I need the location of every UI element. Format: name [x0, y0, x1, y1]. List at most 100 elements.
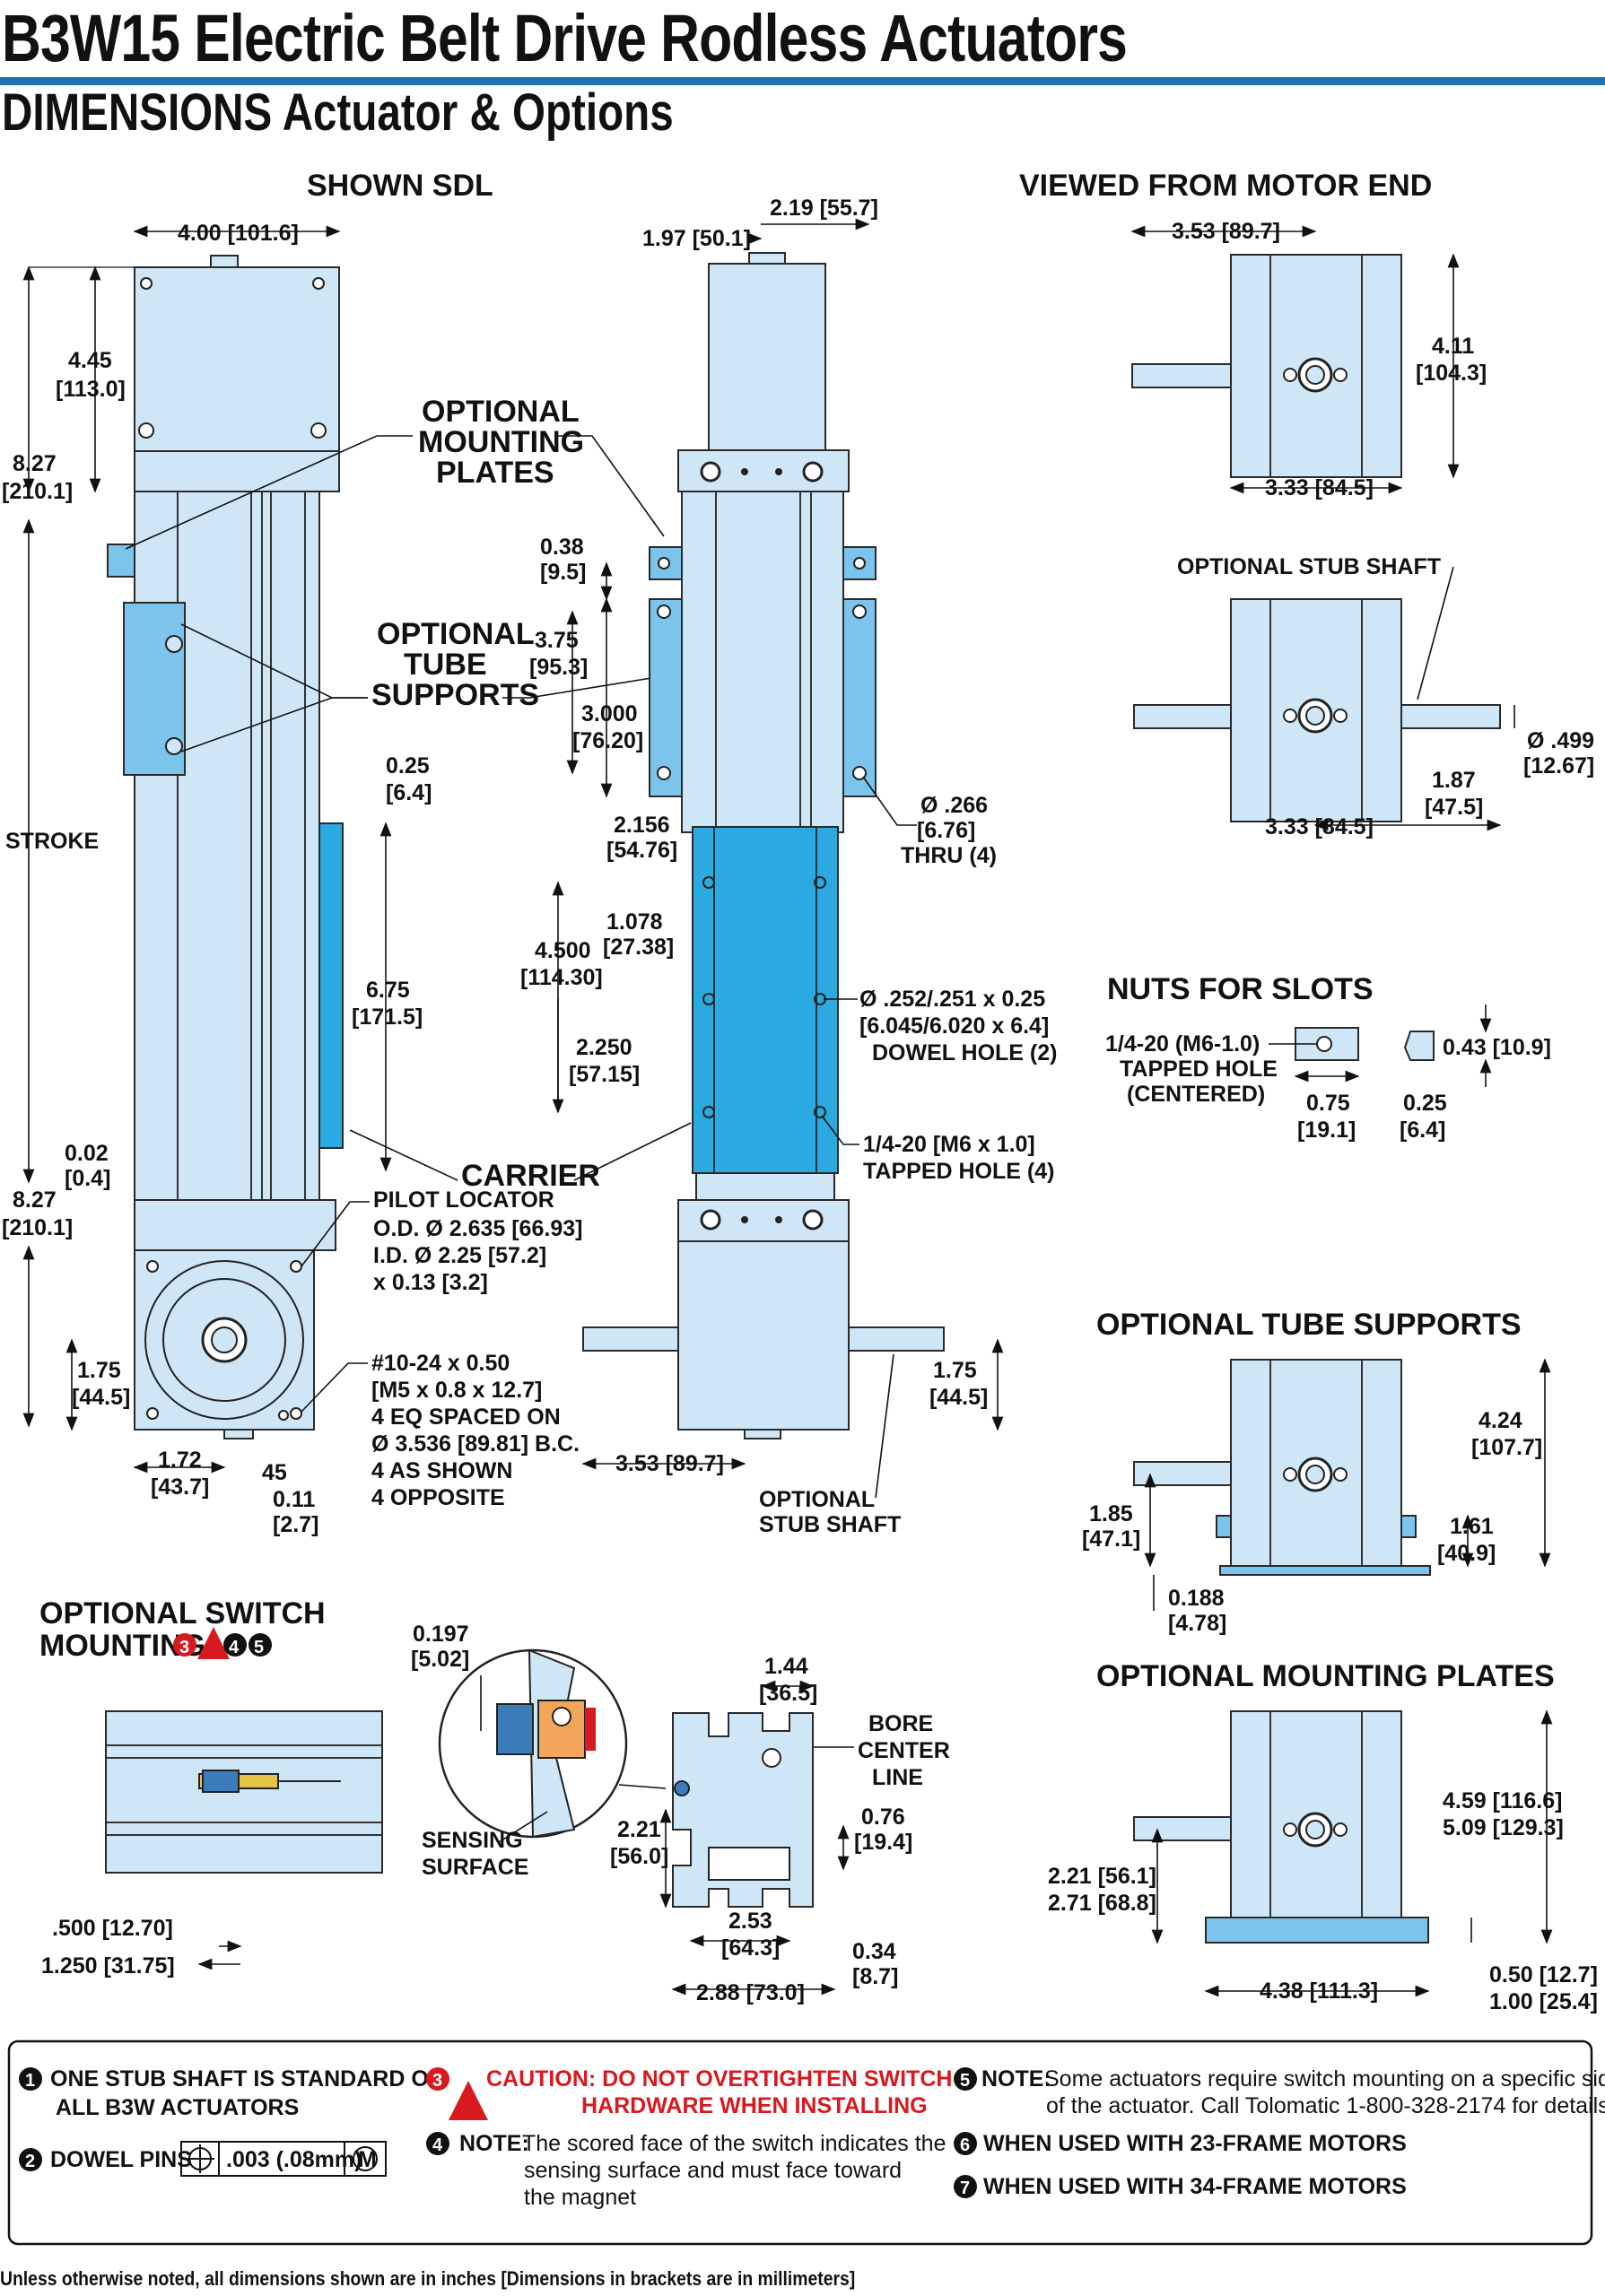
svg-text:4 OPPOSITE: 4 OPPOSITE — [371, 1485, 505, 1510]
svg-text:OPTIONAL: OPTIONAL — [759, 1487, 875, 1512]
svg-text:WHEN USED WITH 34-FRAME MOTORS: WHEN USED WITH 34-FRAME MOTORS — [983, 2174, 1407, 2199]
svg-text:[76.20]: [76.20] — [572, 728, 643, 753]
svg-text:6: 6 — [960, 2135, 970, 2155]
svg-text:OPTIONAL: OPTIONAL — [377, 617, 535, 651]
svg-text:0.25: 0.25 — [1403, 1091, 1447, 1116]
svg-text:[5.02]: [5.02] — [411, 1647, 469, 1672]
switch-tube-section — [105, 1710, 383, 1874]
svg-text:3: 3 — [179, 1638, 189, 1657]
caution-icon — [197, 1627, 230, 1659]
svg-text:0.75: 0.75 — [1306, 1091, 1350, 1116]
carrier-front — [692, 826, 839, 1174]
svg-text:2.250: 2.250 — [576, 1035, 632, 1060]
svg-text:VIEWED FROM MOTOR END: VIEWED FROM MOTOR END — [1019, 169, 1432, 203]
svg-text:0.50 [12.7]: 0.50 [12.7] — [1489, 1962, 1598, 1987]
svg-text:ALL B3W ACTUATORS: ALL B3W ACTUATORS — [56, 2095, 299, 2120]
svg-text:PLATES: PLATES — [436, 456, 554, 490]
svg-text:1.61: 1.61 — [1450, 1514, 1494, 1539]
svg-text:[M5 x 0.8 x 12.7]: [M5 x 0.8 x 12.7] — [371, 1378, 542, 1403]
svg-text:OPTIONAL: OPTIONAL — [422, 395, 580, 429]
svg-text:[57.15]: [57.15] — [569, 1062, 640, 1087]
caution-icon — [449, 2081, 488, 2120]
svg-text:[0.4]: [0.4] — [65, 1166, 110, 1191]
svg-text:TUBE: TUBE — [404, 648, 487, 682]
svg-text:WHEN USED WITH 23-FRAME MOTORS: WHEN USED WITH 23-FRAME MOTORS — [983, 2131, 1407, 2156]
svg-text:5.09 [129.3]: 5.09 [129.3] — [1443, 1815, 1564, 1840]
svg-text:4 AS SHOWN: 4 AS SHOWN — [371, 1458, 512, 1483]
nuts-for-slots: NUTS FOR SLOTS 1/4-20 (M6-1.0) TAPPED HO… — [1105, 972, 1551, 1143]
tolerance-frame — [180, 2141, 387, 2177]
svg-text:0.197: 0.197 — [413, 1622, 469, 1647]
svg-text:OPTIONAL SWITCH: OPTIONAL SWITCH — [39, 1596, 326, 1631]
svg-text:DOWEL HOLE (2): DOWEL HOLE (2) — [872, 1040, 1057, 1065]
svg-text:0.34: 0.34 — [852, 1939, 896, 1964]
carrier-label: CARRIER — [461, 1159, 600, 1193]
svg-text:STUB SHAFT: STUB SHAFT — [759, 1512, 901, 1537]
svg-text:THRU (4): THRU (4) — [901, 843, 997, 868]
svg-text:1.87: 1.87 — [1432, 768, 1476, 793]
svg-text:TAPPED HOLE: TAPPED HOLE — [1120, 1057, 1278, 1082]
svg-text:I.D. Ø 2.25 [57.2]: I.D. Ø 2.25 [57.2] — [373, 1243, 546, 1268]
svg-text:[113.0]: [113.0] — [56, 377, 126, 402]
motor-top — [708, 263, 826, 453]
svg-text:[6.4]: [6.4] — [386, 780, 432, 805]
carrier-side — [318, 822, 344, 1149]
stroke-label: STROKE — [5, 829, 99, 854]
mounting-plates-view: OPTIONAL MOUNTING PLATES 4.59 [116.6] 5.… — [1048, 1659, 1598, 2014]
svg-text:[40.9]: [40.9] — [1437, 1541, 1496, 1566]
svg-text:4.38 [111.3]: 4.38 [111.3] — [1260, 1979, 1378, 2004]
svg-text:[27.38]: [27.38] — [603, 935, 674, 960]
end-housing-front — [677, 1240, 850, 1431]
svg-text:2.156: 2.156 — [614, 813, 670, 838]
svg-text:[2.7]: [2.7] — [273, 1512, 318, 1537]
mounting-plate — [1205, 1917, 1429, 1944]
svg-text:NOTE:: NOTE: — [459, 2131, 529, 2156]
svg-text:1/4-20 (M6-1.0): 1/4-20 (M6-1.0) — [1105, 1031, 1260, 1057]
svg-text:CAUTION: DO NOT OVERTIGHTEN SW: CAUTION: DO NOT OVERTIGHTEN SWITCH — [486, 2066, 952, 2092]
svg-text:[95.3]: [95.3] — [529, 655, 588, 680]
svg-text:[44.5]: [44.5] — [72, 1385, 130, 1410]
front-tube — [681, 491, 844, 833]
svg-text:[54.76]: [54.76] — [606, 838, 677, 863]
svg-text:1.72: 1.72 — [158, 1448, 202, 1473]
svg-text:[9.5]: [9.5] — [540, 560, 586, 585]
svg-text:1/4-20 [M6 x 1.0]: 1/4-20 [M6 x 1.0] — [863, 1132, 1035, 1157]
svg-text:TAPPED HOLE (4): TAPPED HOLE (4) — [863, 1159, 1054, 1184]
svg-text:1.85: 1.85 — [1089, 1501, 1133, 1526]
svg-text:4.11: 4.11 — [1432, 334, 1474, 359]
svg-text:3.000: 3.000 — [581, 701, 638, 726]
svg-text:2.19 [55.7]: 2.19 [55.7] — [770, 196, 878, 221]
svg-text:#10-24 x 0.50: #10-24 x 0.50 — [371, 1351, 510, 1376]
svg-text:3.33 [84.5]: 3.33 [84.5] — [1265, 814, 1374, 839]
svg-text:4: 4 — [432, 2135, 443, 2155]
svg-text:SURFACE: SURFACE — [422, 1855, 528, 1880]
svg-text:BORE: BORE — [868, 1711, 933, 1736]
motor-block — [134, 266, 340, 452]
svg-text:Some actuators require switch: Some actuators require switch mounting o… — [1044, 2066, 1605, 2092]
svg-text:OPTIONAL STUB SHAFT: OPTIONAL STUB SHAFT — [1177, 554, 1441, 579]
svg-text:1.00 [25.4]: 1.00 [25.4] — [1489, 1989, 1598, 2014]
svg-text:3.33 [84.5]: 3.33 [84.5] — [1265, 475, 1374, 500]
svg-text:2.21 [56.1]: 2.21 [56.1] — [1048, 1864, 1156, 1889]
svg-text:1: 1 — [25, 2071, 35, 2091]
svg-text:4: 4 — [229, 1638, 240, 1657]
svg-text:3.53 [89.7]: 3.53 [89.7] — [615, 1451, 724, 1476]
svg-text:0.11: 0.11 — [273, 1487, 315, 1512]
svg-text:2: 2 — [25, 2152, 35, 2171]
notes-box: 1 ONE STUB SHAFT IS STANDARD ON ALL B3W … — [7, 2039, 1605, 2246]
svg-text:Ø .499: Ø .499 — [1527, 728, 1594, 753]
svg-text:NOTE:: NOTE: — [981, 2066, 1051, 2092]
svg-text:3.53 [89.7]: 3.53 [89.7] — [1172, 219, 1280, 244]
svg-text:0.38: 0.38 — [540, 535, 584, 560]
header-accent-bar — [0, 77, 1605, 85]
page-subtitle: DIMENSIONS Actuator & Options — [2, 83, 674, 142]
svg-text:[47.1]: [47.1] — [1082, 1526, 1140, 1552]
svg-text:[171.5]: [171.5] — [352, 1004, 423, 1030]
svg-text:1.75: 1.75 — [933, 1358, 977, 1383]
svg-text:4.59 [116.6]: 4.59 [116.6] — [1443, 1788, 1562, 1813]
svg-text:8.27: 8.27 — [13, 451, 57, 476]
svg-text:1.75: 1.75 — [77, 1358, 121, 1383]
svg-text:0.43 [10.9]: 0.43 [10.9] — [1443, 1035, 1551, 1060]
svg-text:x 0.13 [3.2]: x 0.13 [3.2] — [373, 1270, 488, 1295]
